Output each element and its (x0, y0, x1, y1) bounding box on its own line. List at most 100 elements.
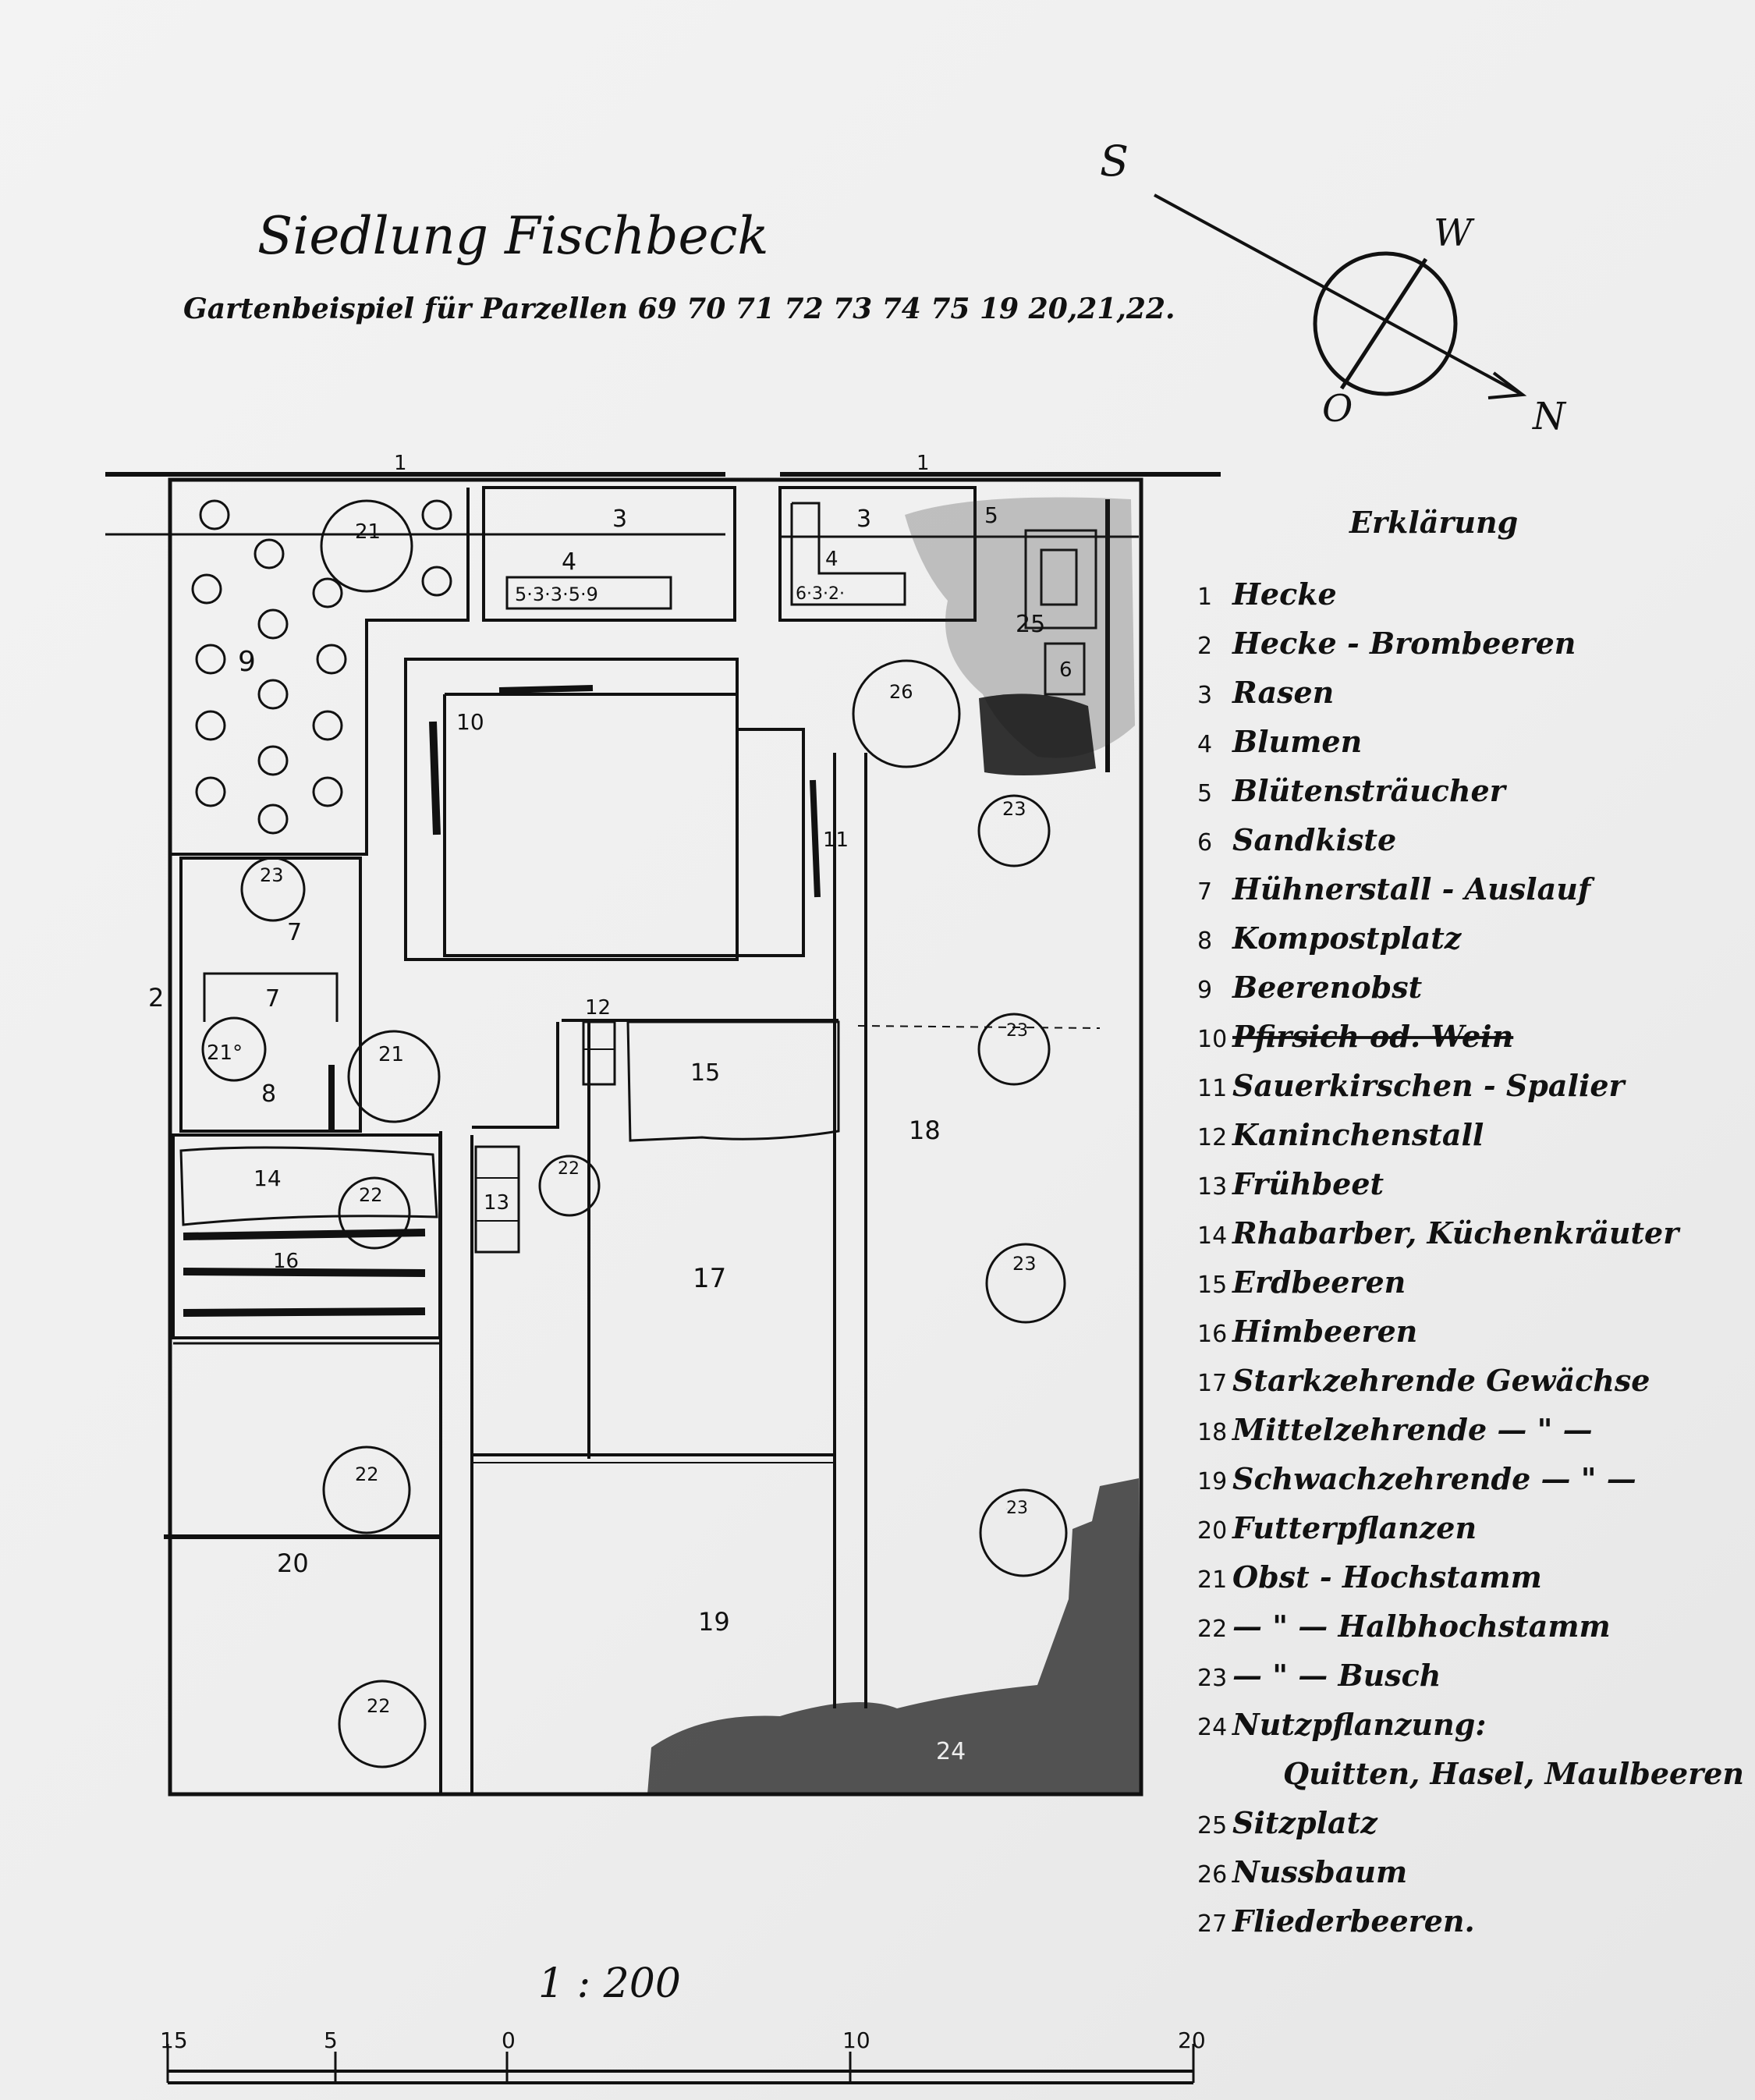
legend-item-label: Pfirsich od. Wein (1232, 1019, 1513, 1054)
legend-item-number: 18 (1197, 1419, 1227, 1446)
legend-item-number: 22 (1197, 1616, 1227, 1643)
legend-item-label: Blumen (1232, 724, 1362, 759)
label-tree-22a: 22 (359, 1184, 383, 1206)
compass-west: W (1434, 211, 1475, 255)
legend-item-number: 21 (1197, 1566, 1227, 1594)
legend-item-number: 8 (1197, 928, 1212, 955)
legend-item: 22— " — Halbhochstamm (1197, 1609, 1611, 1644)
legend-item-label: Schwachzehrende — " — (1232, 1461, 1636, 1496)
label-frame: 13 (484, 1191, 509, 1215)
scale-label: 1 : 200 (538, 1960, 681, 2007)
legend-item-number: 4 (1197, 731, 1212, 758)
legend-item-label: Quitten, Hasel, Maulbeeren (1283, 1756, 1744, 1791)
legend-item-number: 26 (1197, 1861, 1227, 1889)
label-rabbit: 12 (585, 996, 611, 1020)
legend-item-label: Beerenobst (1232, 970, 1423, 1005)
label-tree-23d: 23 (1012, 1253, 1037, 1275)
label-tree-21c: 21° (207, 1041, 243, 1065)
legend-item-number: 14 (1197, 1222, 1227, 1250)
label-tree-21a: 21 (355, 520, 381, 544)
label-hedge-bramble: 2 (148, 983, 164, 1013)
legend-item-label: Fliederbeeren. (1232, 1903, 1475, 1939)
legend-item-number: 15 (1197, 1272, 1227, 1299)
legend-item-label: Sauerkirschen - Spalier (1232, 1068, 1627, 1103)
label-lawn-left: 3 (612, 505, 627, 533)
label-tree-23a: 23 (260, 864, 284, 886)
legend-item-number: 5 (1197, 780, 1212, 807)
label-seat: 25 (1016, 611, 1045, 638)
label-strawberry: 15 (690, 1059, 720, 1087)
legend-item-label: Rhabarber, Küchenkräuter (1232, 1215, 1681, 1250)
label-tree-22d: 22 (367, 1695, 391, 1717)
label-espalier: 10 (456, 709, 484, 735)
legend-item-label: Futterpflanzen (1232, 1510, 1477, 1545)
label-lawn-right: 3 (856, 505, 871, 533)
label-weak-feeders: 19 (698, 1607, 730, 1637)
label-tree-22c: 22 (355, 1463, 379, 1485)
legend-item-number: 7 (1197, 878, 1212, 906)
label-hen-run: 7 (265, 985, 280, 1013)
label-flowers-row-right: 6·3·2· (796, 584, 845, 604)
scale-tick-label: 20 (1178, 2027, 1206, 2053)
legend-item-label: Erdbeeren (1232, 1265, 1406, 1300)
legend-item-label: Sandkiste (1232, 822, 1396, 857)
legend-item-number: 17 (1197, 1370, 1227, 1397)
legend-item-label: Blütensträucher (1232, 773, 1508, 808)
label-tree-23c: 23 (1006, 1021, 1028, 1041)
legend-item-number: 3 (1197, 682, 1212, 709)
compass-rose: S W O N (1100, 137, 1567, 438)
legend-item-number: 11 (1197, 1075, 1227, 1102)
compass-east: O (1322, 387, 1353, 431)
label-shrubs: 5 (984, 502, 998, 528)
legend-item: 4 Blumen (1197, 724, 1362, 759)
legend-item-label: Himbeeren (1232, 1314, 1417, 1349)
label-espalier-right: 11 (823, 828, 849, 852)
label-tree-22b: 22 (558, 1159, 580, 1179)
legend-item-label: Hecke - Brombeeren (1232, 626, 1576, 661)
label-tree-21b: 21 (378, 1043, 404, 1066)
legend-item-number: 16 (1197, 1321, 1227, 1348)
label-sandbox: 6 (1059, 658, 1072, 682)
legend-item: Quitten, Hasel, Maulbeeren (1283, 1756, 1744, 1791)
legend-item-number: 23 (1197, 1665, 1227, 1692)
legend-item-label: Nutzpflanzung: (1232, 1707, 1486, 1742)
label-hedge-right: 1 (916, 452, 930, 475)
label-nut-planting: 24 (936, 1738, 966, 1765)
legend-item-label: Hecke (1232, 576, 1337, 612)
label-hedge-left: 1 (394, 452, 407, 475)
label-tree-23b: 23 (1002, 798, 1026, 820)
legend-item-number: 13 (1197, 1173, 1227, 1201)
label-hen: 7 (287, 919, 302, 946)
legend-item-label: Kaninchenstall (1232, 1117, 1484, 1152)
legend-item-label: Sitzplatz (1232, 1805, 1378, 1840)
legend-item-label: Frühbeet (1232, 1166, 1384, 1201)
label-compost: 8 (261, 1080, 276, 1108)
scale-bar (166, 2044, 1195, 2084)
label-flowers-right: 4 (825, 548, 838, 571)
diagram-subtitle: Gartenbeispiel für Parzellen 69 70 71 72… (183, 293, 1175, 325)
label-tree-23e: 23 (1006, 1499, 1028, 1518)
garden-plan: 1 1 (105, 452, 1221, 1797)
label-flowers-row-left: 5·3·3·5·9 (515, 584, 598, 605)
legend-item-label: — " — Halbhochstamm (1232, 1609, 1611, 1644)
trees (201, 499, 1068, 1768)
legend-item-number: 24 (1197, 1714, 1227, 1741)
